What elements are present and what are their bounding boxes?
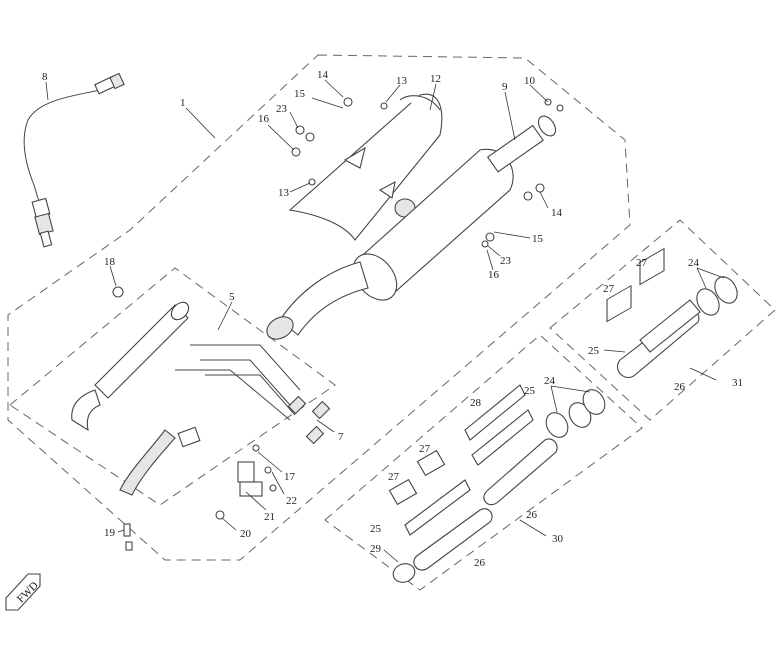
callout-9: 9 bbox=[502, 81, 508, 93]
callout-31: 31 bbox=[732, 377, 743, 389]
callout-24a: 24 bbox=[688, 257, 700, 269]
leader-lines bbox=[45, 79, 725, 563]
callout-25a: 25 bbox=[588, 345, 600, 357]
group-outline-muffler-assembly bbox=[7, 54, 631, 561]
callout-23b: 23 bbox=[500, 255, 512, 267]
callout-10: 10 bbox=[524, 75, 536, 87]
callout-13b: 13 bbox=[278, 187, 290, 199]
callout-28: 28 bbox=[470, 397, 482, 409]
group-outline-rebuild-kit-31 bbox=[549, 219, 776, 421]
callout-27b: 27 bbox=[603, 283, 615, 295]
group-outline-rebuild-kit-30 bbox=[324, 334, 643, 591]
group-outline-header-pipe bbox=[9, 267, 336, 506]
header-pipe bbox=[71, 301, 301, 497]
oxygen-sensor bbox=[23, 72, 125, 248]
callout-21: 21 bbox=[264, 511, 275, 523]
callout-26a: 26 bbox=[674, 381, 686, 393]
callout-15b: 15 bbox=[532, 233, 544, 245]
callouts: 1 8 18 5 14 13 12 9 10 15 23 16 13 14 15… bbox=[42, 69, 743, 569]
callout-5: 5 bbox=[229, 291, 235, 303]
callout-16b: 16 bbox=[488, 269, 500, 281]
callout-14b: 14 bbox=[551, 207, 563, 219]
callout-27d: 27 bbox=[388, 471, 400, 483]
callout-12: 12 bbox=[430, 73, 441, 85]
callout-29: 29 bbox=[370, 543, 382, 555]
callout-14a: 14 bbox=[317, 69, 329, 81]
callout-1: 1 bbox=[180, 97, 186, 109]
callout-23a: 23 bbox=[276, 103, 288, 115]
callout-30: 30 bbox=[552, 533, 564, 545]
callout-26b: 26 bbox=[526, 509, 538, 521]
callout-19: 19 bbox=[104, 527, 116, 539]
callout-7: 7 bbox=[338, 431, 344, 443]
callout-27c: 27 bbox=[419, 443, 431, 455]
callout-17: 17 bbox=[284, 471, 296, 483]
callout-27a: 27 bbox=[636, 257, 648, 269]
callout-18: 18 bbox=[104, 256, 116, 268]
callout-22: 22 bbox=[286, 495, 297, 507]
callout-25b: 25 bbox=[524, 385, 536, 397]
callout-24b: 24 bbox=[544, 375, 556, 387]
callout-26c: 26 bbox=[474, 557, 486, 569]
callout-25c: 25 bbox=[370, 523, 382, 535]
callout-8: 8 bbox=[42, 71, 48, 83]
fasteners bbox=[112, 97, 564, 551]
callout-16a: 16 bbox=[258, 113, 270, 125]
kit-31-parts bbox=[606, 247, 738, 378]
inlet-pipe bbox=[266, 261, 369, 340]
exhaust-springs bbox=[287, 395, 331, 445]
kit-30-parts bbox=[388, 384, 606, 583]
forward-direction-badge: FWD bbox=[5, 573, 41, 611]
callout-20: 20 bbox=[240, 528, 252, 540]
callout-13a: 13 bbox=[396, 75, 408, 87]
heat-shield bbox=[288, 93, 443, 241]
callout-15a: 15 bbox=[294, 88, 306, 100]
